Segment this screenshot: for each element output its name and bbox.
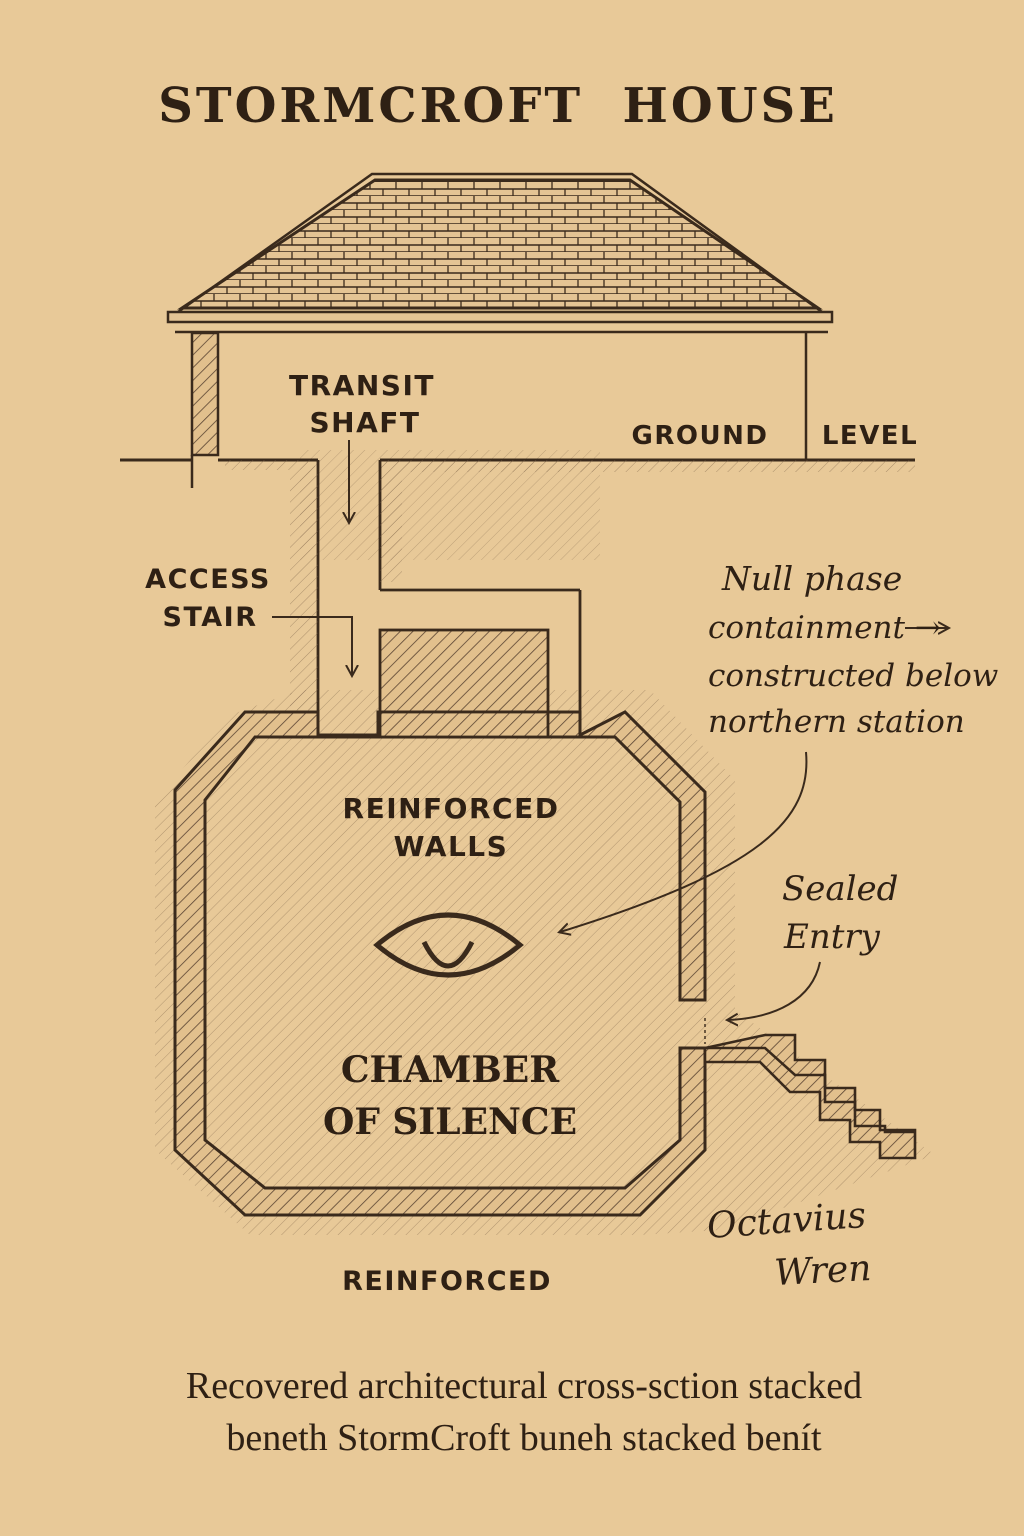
access-stair-label-line2: STAIR: [163, 602, 258, 633]
eye-symbol-icon: [373, 912, 524, 978]
page-title: STORMCROFT HOUSE: [158, 78, 838, 134]
containment-arrow-icon: [560, 751, 808, 932]
ground-label: GROUND: [632, 421, 769, 451]
house-roof: [166, 172, 834, 334]
ground-line: [120, 455, 915, 488]
chamber-label-line2: OF SILENCE: [323, 1101, 577, 1143]
reinforced-walls-label-line1: REINFORCED: [343, 792, 560, 825]
caption-line1: Recovered architectural cross-sction sta…: [186, 1365, 862, 1407]
sealed-entry-note-line1: Sealed: [782, 869, 898, 909]
null-phase-note-line2: containment →: [708, 610, 941, 646]
reinforced-walls-label-line2: WALLS: [394, 830, 509, 863]
level-label: LEVEL: [822, 421, 918, 451]
null-phase-note-line1: Null phase: [721, 559, 902, 598]
null-phase-note-line3: constructed below: [708, 658, 998, 694]
reinforced-bottom-label: REINFORCED: [342, 1266, 552, 1297]
exterior-stair: [703, 1033, 917, 1160]
stair-landing-block: [378, 628, 550, 714]
transit-shaft-label-line2: SHAFT: [310, 406, 421, 439]
signature-line2: Wren: [773, 1248, 872, 1294]
shafts: [290, 460, 582, 712]
house-walls: [190, 331, 808, 460]
outer-hatch-halo: [155, 450, 935, 1235]
transit-shaft-label-line1: TRANSIT: [289, 369, 435, 402]
sealed-entry-note-line2: Entry: [783, 917, 881, 957]
null-phase-note-line4: northern station: [708, 704, 965, 740]
access-stair-label-line1: ACCESS: [145, 564, 271, 595]
chamber-label-line1: CHAMBER: [341, 1049, 560, 1091]
chamber-walls: [173, 710, 707, 1217]
caption-line2: beneth StormCroft buneh stacked benít: [226, 1417, 822, 1459]
access-stair-arrow-icon: [272, 616, 352, 675]
sealed-entry-arrow-icon: [728, 961, 821, 1020]
